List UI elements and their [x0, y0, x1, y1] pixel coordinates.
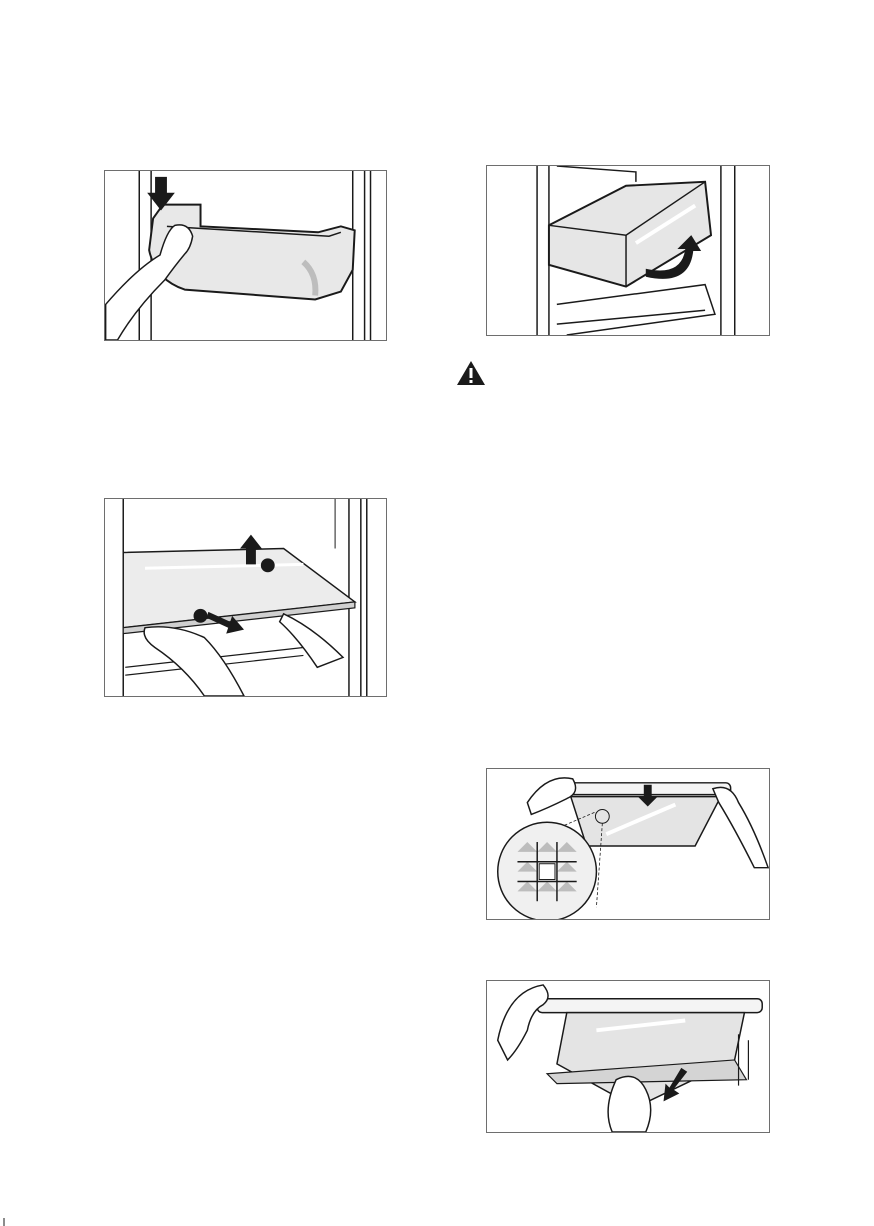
- figure-door-balcony: [104, 170, 387, 341]
- crisper-glass-illustration: [487, 981, 769, 1132]
- figure-glass-cover: [486, 768, 770, 920]
- step-marker-2: [194, 609, 208, 623]
- figure-crisper-glass: [486, 980, 770, 1133]
- door-balcony-illustration: [105, 171, 386, 340]
- crop-mark: [0, 1218, 8, 1226]
- warning-triangle-icon: [456, 360, 486, 386]
- figure-glass-shelf: [104, 498, 387, 697]
- step-marker-1: [261, 558, 275, 572]
- glass-shelf-illustration: [105, 499, 386, 696]
- drawer-lift-illustration: [487, 166, 769, 335]
- figure-drawer-lift: [486, 165, 770, 336]
- glass-cover-illustration: [487, 769, 769, 919]
